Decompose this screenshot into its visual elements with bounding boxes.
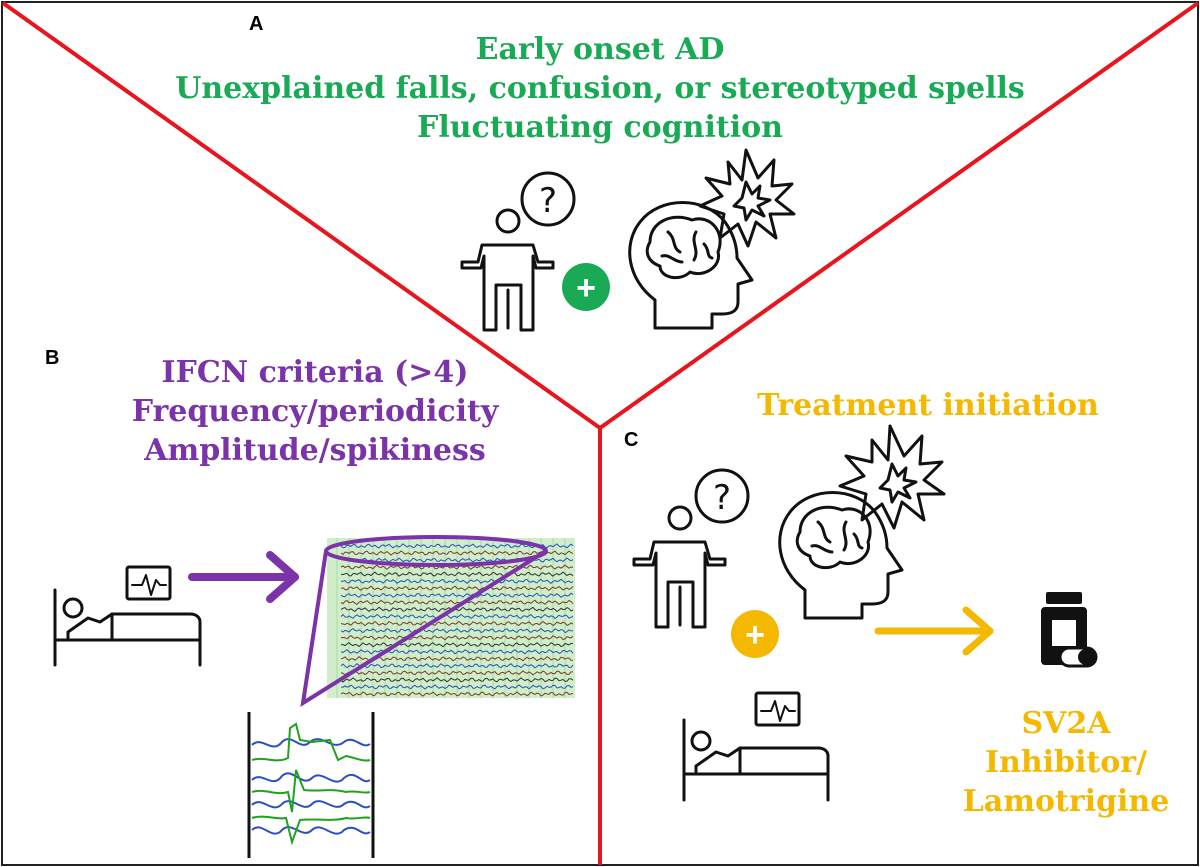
panel-a-line-3: Fluctuating cognition [417, 110, 783, 145]
eeg-channel-trace [340, 613, 574, 620]
eeg-channel-trace [340, 564, 574, 570]
panel-b-line-2: Frequency/periodicity [132, 394, 500, 429]
monitor-icon [125, 565, 172, 601]
eeg-channel-trace [340, 550, 574, 556]
drug-line-3: Lamotrigine [963, 784, 1170, 819]
drug-line-1: SV2A [1021, 706, 1111, 741]
bed-patient-icon [53, 588, 202, 667]
eeg-channel-trace [340, 649, 574, 655]
eeg-trace-image [247, 535, 575, 858]
panel-a-line-1: Early onset AD [476, 32, 725, 67]
panel-c-heading: Treatment initiation [757, 388, 1099, 423]
eeg-channel-trace [340, 585, 574, 592]
bed-patient-icon [682, 718, 830, 802]
eeg-channel-trace [340, 641, 574, 648]
panel-a-line-2: Unexplained falls, confusion, or stereot… [175, 71, 1025, 106]
person-shrugging-icon [460, 208, 555, 332]
eeg-channel-trace [340, 620, 574, 627]
eeg-channel-trace [340, 670, 573, 676]
panel-b: B IFCN criteria (>4) Frequency/periodici… [45, 347, 575, 858]
explosion-icon [838, 424, 946, 530]
panel-b-letter: B [45, 347, 59, 369]
eeg-channel-trace [340, 691, 574, 697]
pill-bottle-icon [1041, 592, 1098, 668]
question-bubble-icon: ? [694, 468, 750, 524]
person-shrugging-icon [632, 505, 727, 629]
eeg-channel-trace [340, 599, 574, 606]
drug-line-2: Inhibitor/ [985, 745, 1147, 780]
eeg-zoom-box [247, 712, 375, 858]
plus-icon: + [731, 610, 779, 658]
eeg-channel-trace [340, 627, 574, 634]
plus-sign: + [576, 269, 596, 307]
eeg-channel-trace [340, 634, 574, 641]
eeg-channel-trace [340, 571, 574, 577]
eeg-channel-trace [340, 677, 574, 683]
brain-head-icon [778, 491, 904, 620]
plus-icon: + [562, 263, 610, 311]
question-mark: ? [713, 478, 731, 518]
panel-a: A Early onset AD Unexplained falls, conf… [175, 13, 1025, 332]
brain-head-icon [628, 201, 754, 330]
eeg-channel-trace [340, 592, 574, 599]
eeg-channel-trace [340, 656, 574, 662]
arrow-icon [188, 551, 299, 603]
divider-right [598, 1, 1200, 430]
panel-c: C Treatment initiation ? + [624, 388, 1169, 819]
panel-b-line-3: Amplitude/spikiness [143, 433, 486, 468]
panel-b-line-1: IFCN criteria (>4) [162, 355, 469, 390]
question-bubble-icon: ? [520, 171, 576, 227]
explosion-icon [698, 148, 796, 248]
panel-c-letter: C [624, 429, 638, 451]
eeg-channel-trace [340, 606, 574, 613]
eeg-channel-trace [340, 684, 574, 690]
eeg-channel-trace [340, 578, 574, 584]
zoom-cone [300, 549, 548, 708]
question-mark: ? [539, 181, 557, 221]
eeg-traces [340, 543, 574, 697]
divider-left [1, 1, 602, 430]
plus-sign: + [745, 616, 765, 654]
arrow-icon [874, 606, 994, 656]
monitor-icon [754, 691, 801, 727]
panel-a-letter: A [249, 13, 263, 35]
eeg-channel-trace [340, 663, 574, 669]
